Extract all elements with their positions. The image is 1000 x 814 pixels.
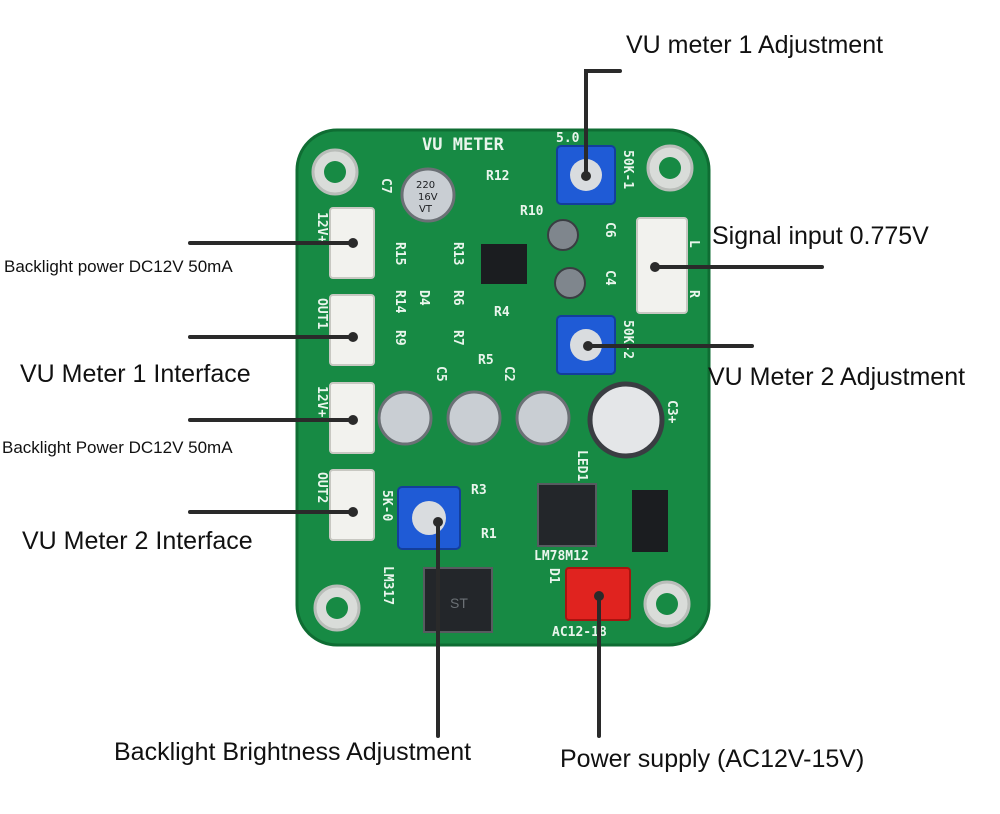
silk-l: L <box>686 240 701 248</box>
silk-d4: D4 <box>416 290 431 306</box>
silk-c7: C7 <box>378 178 393 194</box>
leader-dots <box>348 171 660 601</box>
silk-c3: C3+ <box>664 400 679 424</box>
silk-r9: R9 <box>392 330 407 346</box>
capacitor-c4 <box>554 267 586 299</box>
silk-r: R <box>686 290 701 298</box>
silk-ac12-18: AC12-18 <box>552 625 607 640</box>
label-power-supply: Power supply (AC12V-15V) <box>560 745 865 773</box>
mounting-holes <box>311 144 694 632</box>
silk-c4: C4 <box>602 270 617 286</box>
leader-lines <box>188 69 824 738</box>
regulator-marking: ST <box>450 595 468 611</box>
silk-r4: R4 <box>494 305 510 320</box>
capacitors <box>377 167 665 459</box>
silk-5-0: 5.0 <box>556 131 580 146</box>
silk-r6: R6 <box>450 290 465 306</box>
silk-r1: R1 <box>481 527 497 542</box>
regulator-lm78m12 <box>537 483 597 547</box>
capacitor-c3 <box>587 381 665 459</box>
silk-out2: OUT2 <box>314 472 329 503</box>
capacitor-c7 <box>400 167 456 223</box>
silk-50k1: 50K-1 <box>620 150 635 189</box>
silk-r15: R15 <box>392 242 407 265</box>
capacitor-marking: 16V <box>418 192 438 203</box>
capacitor-c6 <box>547 219 579 251</box>
label-backlight-power-1: Backlight power DC12V 50mA <box>4 257 233 276</box>
silk-r7: R7 <box>450 330 465 346</box>
silk-12v-1: 12V+ <box>314 212 329 243</box>
silk-r10: R10 <box>520 204 544 219</box>
label-vu2-adjustment: VU Meter 2 Adjustment <box>708 363 966 391</box>
capacitor <box>377 390 433 446</box>
silk-out1: OUT1 <box>314 298 329 329</box>
capacitor-marking: 220 <box>416 180 435 191</box>
capacitor <box>515 390 571 446</box>
silk-c5: C5 <box>433 366 448 382</box>
ic-dual-opamp <box>481 244 527 284</box>
silk-r3: R3 <box>471 483 487 498</box>
potentiometers <box>397 145 616 550</box>
connector-vu1-interface <box>329 294 375 366</box>
silk-c2: C2 <box>501 366 516 382</box>
silk-lm78m12: LM78M12 <box>534 549 589 564</box>
silk-d1: D1 <box>546 568 561 584</box>
silk-r14: R14 <box>392 290 407 314</box>
silk-c6: C6 <box>602 222 617 238</box>
label-vu1-interface: VU Meter 1 Interface <box>20 360 251 388</box>
silk-12v-2: 12V+ <box>314 386 329 417</box>
capacitor-marking: VT <box>419 204 433 215</box>
silk-50k2: 50K-2 <box>620 320 635 359</box>
label-brightness-adjustment: Backlight Brightness Adjustment <box>114 738 472 766</box>
label-backlight-power-2: Backlight Power DC12V 50mA <box>2 438 233 457</box>
board-title: VU METER <box>422 135 505 155</box>
label-vu1-adjustment: VU meter 1 Adjustment <box>626 31 884 59</box>
label-vu2-interface: VU Meter 2 Interface <box>22 527 253 555</box>
bridge-rectifier <box>632 490 668 552</box>
silk-lm317: LM317 <box>380 566 395 605</box>
regulator-lm317 <box>423 567 493 633</box>
silk-r12: R12 <box>486 169 509 184</box>
leader-vu1-adjust <box>584 69 622 178</box>
label-signal-input: Signal input 0.775V <box>712 222 929 250</box>
connector-vu2-interface <box>329 469 375 541</box>
silk-5k0: 5K-0 <box>379 490 394 521</box>
silk-r5: R5 <box>478 353 494 368</box>
silk-led1: LED1 <box>574 450 589 481</box>
capacitor <box>446 390 502 446</box>
silk-r13: R13 <box>450 242 465 265</box>
